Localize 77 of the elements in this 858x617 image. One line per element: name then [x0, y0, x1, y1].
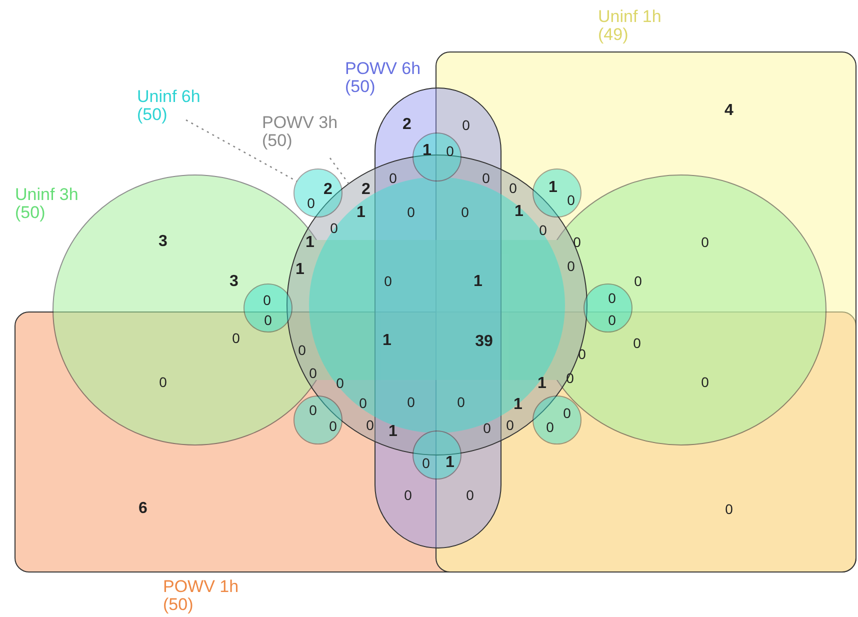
region-count: 0: [384, 274, 392, 288]
set-name: POWV 6h: [345, 60, 421, 78]
set-size: (49): [598, 26, 628, 44]
region-count: 1: [474, 274, 482, 290]
region-count: 1: [548, 180, 558, 196]
region-count: 0: [264, 313, 272, 327]
set-name: Uninf 6h: [137, 88, 200, 106]
set-name: POWV 1h: [163, 578, 239, 596]
region-count: 0: [446, 144, 454, 158]
region-count: 0: [407, 395, 415, 409]
region-count: 0: [422, 456, 430, 470]
region-count: 1: [382, 333, 392, 349]
region-count: 0: [539, 223, 547, 237]
region-count: 1: [514, 204, 524, 220]
region-count: 0: [566, 371, 574, 385]
region-count: 4: [724, 103, 734, 119]
region-count: 6: [138, 501, 148, 517]
region-count: 0: [329, 419, 337, 433]
region-count: 0: [462, 118, 470, 132]
set-size: (50): [15, 204, 46, 222]
region-count: 0: [461, 205, 469, 219]
leader-line: [186, 119, 298, 182]
region-count: 1: [306, 235, 314, 251]
region-count: 0: [567, 193, 575, 207]
region-count: 0: [298, 343, 306, 357]
region-count: 0: [567, 259, 575, 273]
region-count: 2: [402, 117, 412, 133]
region-count: 0: [633, 336, 641, 350]
region-count: 0: [263, 293, 271, 307]
region-count: 2: [324, 182, 332, 198]
region-count: 0: [457, 395, 465, 409]
region-count: 2: [362, 182, 370, 198]
region-count: 39: [475, 334, 493, 350]
set-size: (50): [137, 106, 168, 124]
region-count: 0: [407, 205, 415, 219]
region-count: 0: [608, 313, 616, 327]
region-count: 1: [446, 455, 454, 471]
region-count: 0: [725, 502, 733, 516]
region-count: 0: [309, 366, 317, 380]
region-count: 0: [309, 403, 317, 417]
region-count: 0: [506, 418, 514, 432]
region-count: 0: [330, 221, 338, 235]
region-count: 3: [158, 234, 168, 250]
region-count: 0: [483, 421, 491, 435]
region-count: 1: [356, 205, 366, 221]
region-count: 1: [538, 376, 546, 392]
region-count: 0: [482, 171, 490, 185]
region-count: 0: [307, 196, 315, 210]
region-count: 0: [634, 274, 642, 288]
region-count: 0: [232, 331, 240, 345]
region-count: 0: [404, 488, 412, 502]
region-count: 0: [546, 420, 554, 434]
region-count: 3: [230, 274, 238, 290]
leader-line: [329, 158, 350, 184]
region-count: 1: [388, 424, 398, 440]
region-count: 0: [336, 376, 344, 390]
set-size: (50): [345, 78, 376, 96]
set-name: POWV 3h: [262, 114, 338, 132]
set-size: (50): [163, 596, 194, 614]
region-count: 0: [159, 375, 167, 389]
region-count: 1: [514, 397, 522, 413]
region-count: 0: [578, 347, 586, 361]
region-count: 0: [359, 396, 367, 410]
region-count: 0: [701, 235, 709, 249]
region-count: 1: [422, 143, 432, 159]
set-size: (50): [262, 132, 292, 150]
region-count: 0: [573, 235, 581, 249]
region-count: 0: [366, 418, 374, 432]
set-name: Uninf 1h: [598, 8, 662, 26]
region-count: 0: [509, 181, 517, 195]
region-count: 0: [701, 375, 709, 389]
region-count: 0: [466, 488, 474, 502]
region-count: 1: [296, 262, 304, 278]
region-count: 0: [563, 406, 571, 420]
set-name: Uninf 3h: [15, 186, 78, 204]
region-count: 0: [608, 291, 616, 305]
region-count: 0: [389, 171, 397, 185]
